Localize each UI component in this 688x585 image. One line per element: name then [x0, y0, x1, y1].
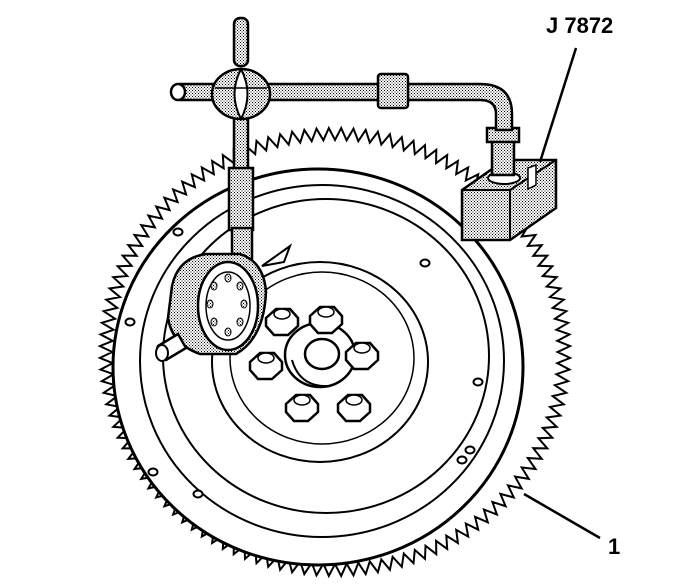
flywheel-rim-holes: [124, 227, 484, 499]
swivel-clamp-knob: [210, 66, 272, 122]
flywheel-bolt: [264, 307, 300, 337]
flywheel-bolt: [248, 351, 284, 381]
indicator-vertical-rod: [227, 16, 255, 262]
flywheel-center-hub: [283, 321, 357, 389]
tool-callout-label: J 7872: [546, 13, 614, 38]
flywheel-bolt: [336, 393, 372, 423]
part-number-callout: 1: [608, 534, 621, 559]
tool-leader-line: [538, 47, 578, 163]
flywheel-bolt: [344, 341, 380, 371]
dial-indicator: [155, 243, 293, 362]
flywheel-bolts: [248, 305, 380, 423]
dial-face-marks: [206, 273, 248, 337]
flywheel-bolt: [284, 393, 320, 423]
flywheel-bolt: [308, 305, 344, 335]
part-leader-line: [523, 492, 601, 540]
